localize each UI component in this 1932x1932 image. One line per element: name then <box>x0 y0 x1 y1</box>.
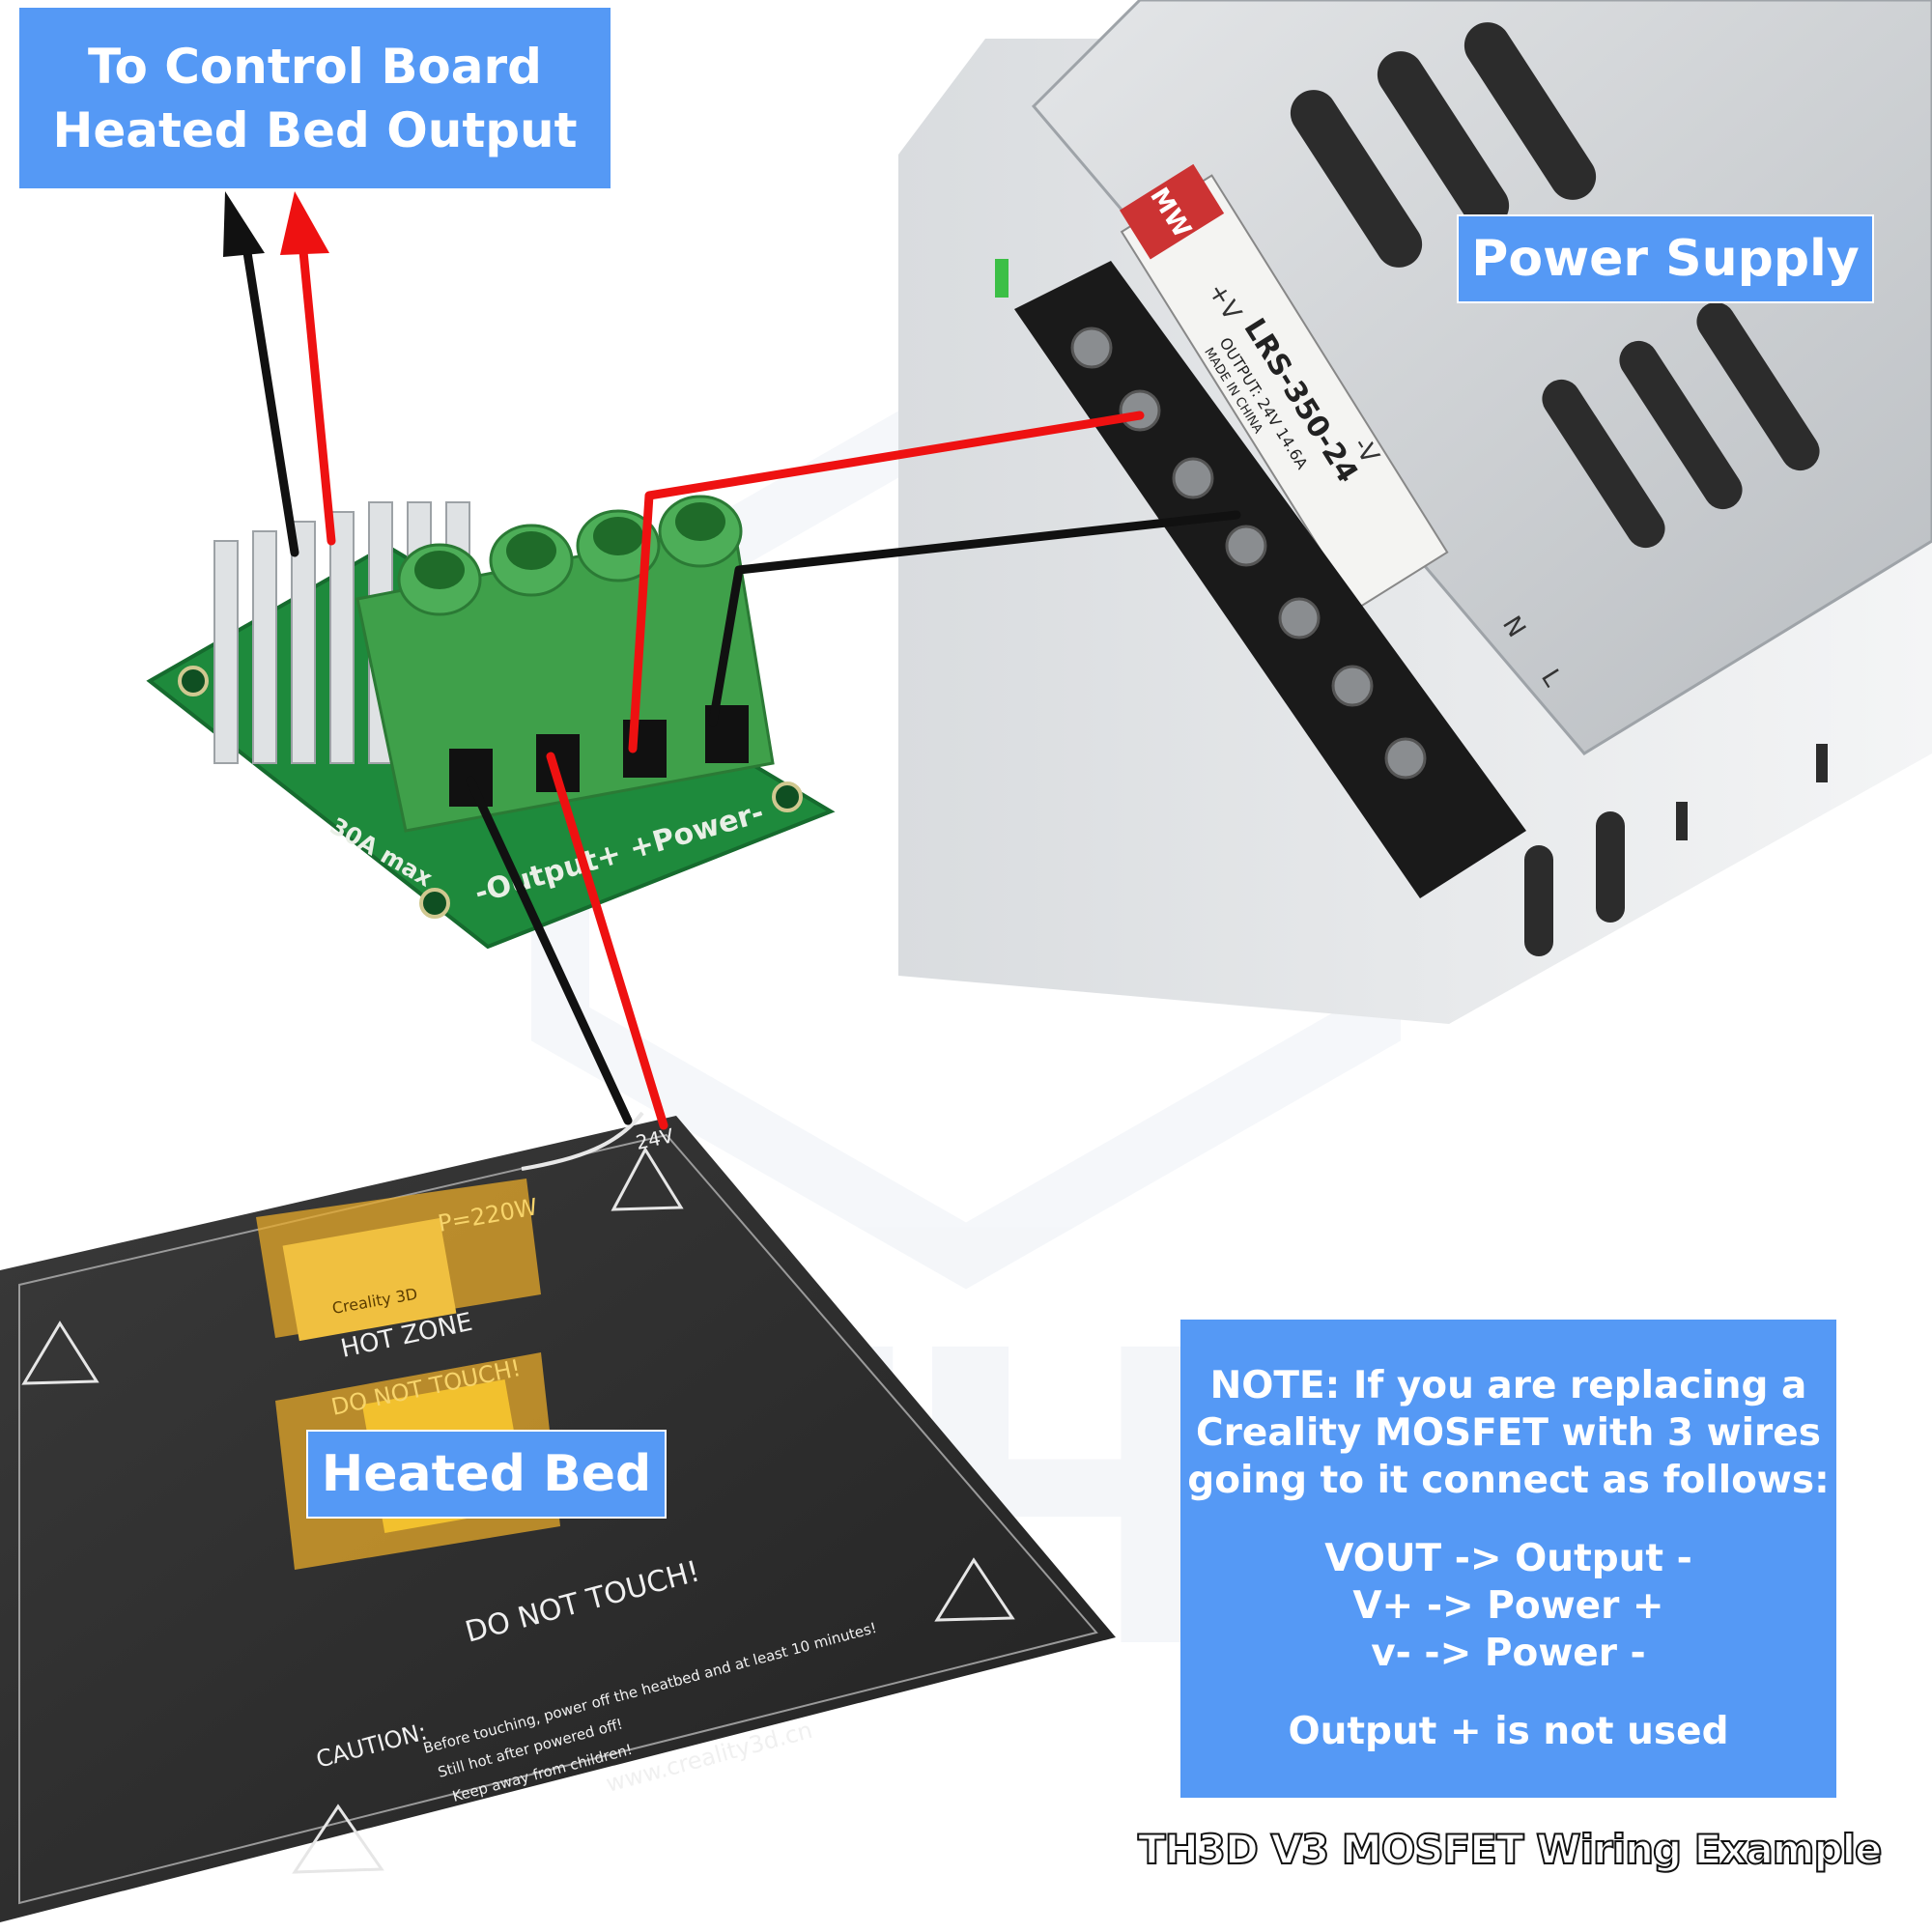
power-supply-label-text: Power Supply <box>1471 230 1860 288</box>
control-board-label-line-1: To Control Board <box>88 38 542 95</box>
black-arrow-head <box>223 191 265 257</box>
note-intro-line-3: going to it connect as follows: <box>1187 1459 1830 1502</box>
mosfet-board-image: 30A max -Output+ +Power- <box>146 495 836 950</box>
control-board-label: To Control Board Heated Bed Output <box>19 8 611 188</box>
red-wire-power-plus <box>628 411 1145 753</box>
heated-bed-label-text: Heated Bed <box>321 1445 652 1503</box>
heated-bed-label: Heated Bed <box>306 1430 667 1519</box>
red-wire-to-control-board <box>298 237 336 546</box>
red-wire-to-bed <box>546 752 668 1130</box>
note-mapping-vout: VOUT -> Output - <box>1324 1537 1692 1580</box>
psu-screw-terminals <box>1070 327 1427 780</box>
note-mapping-vplus: V+ -> Power + <box>1352 1584 1664 1628</box>
black-wire-to-control-board <box>242 242 299 557</box>
red-arrow-head <box>280 191 329 255</box>
heated-bed-image: P=220W Creality 3D HOT ZONE DO NOT TOUCH… <box>0 1111 1116 1922</box>
power-supply-label: Power Supply <box>1457 214 1874 303</box>
power-supply-image: MW LRS-350-24 OUTPUT: 24V 14.6A MADE IN … <box>898 0 1932 1024</box>
note-mapping-vminus: v- -> Power - <box>1371 1632 1646 1675</box>
black-wire-to-bed <box>466 776 633 1125</box>
note-box: NOTE: If you are replacing a Creality MO… <box>1180 1320 1836 1798</box>
note-intro-line-2: Creality MOSFET with 3 wires <box>1196 1411 1821 1455</box>
wires <box>223 191 1241 1130</box>
control-board-label-line-2: Heated Bed Output <box>52 101 578 158</box>
note-footer-line: Output + is not used <box>1288 1710 1729 1753</box>
note-intro-line-1: NOTE: If you are replacing a <box>1209 1364 1807 1407</box>
black-wire-power-minus <box>708 510 1241 727</box>
hot-surface-icon <box>21 1146 1015 1874</box>
diagram-caption: TH3D V3 MOSFET Wiring Example <box>1137 1825 1884 1874</box>
